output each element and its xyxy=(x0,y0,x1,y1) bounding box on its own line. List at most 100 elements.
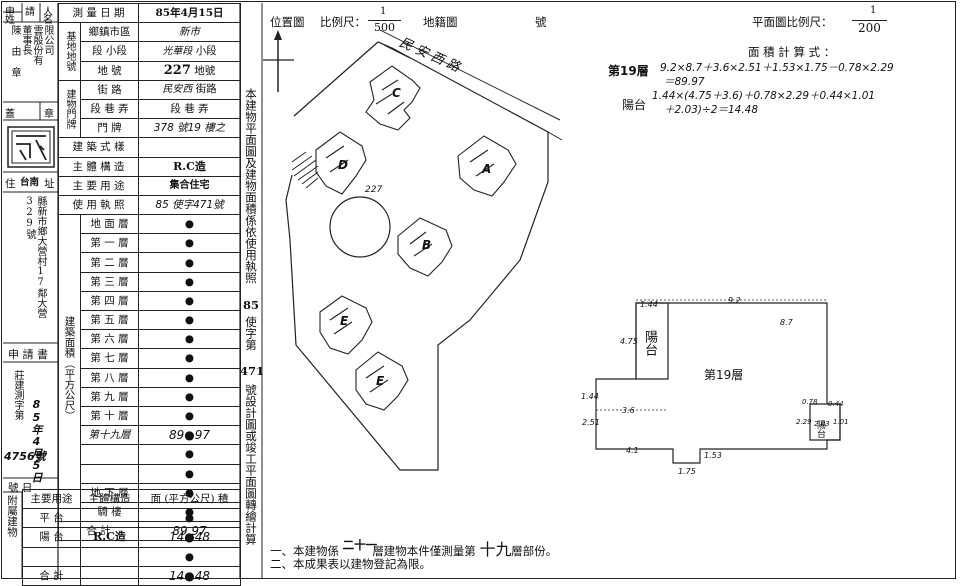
building-e2 xyxy=(355,351,409,411)
dim-label: 2.03 xyxy=(814,420,830,428)
annex-label: 附屬建物 xyxy=(6,495,18,537)
plan-scale-num: 1 xyxy=(870,5,877,16)
floor-label xyxy=(79,463,140,484)
building-label: E xyxy=(340,314,349,328)
floor-value: ● xyxy=(138,405,242,427)
map-scale-den: 500 xyxy=(368,20,401,34)
floor-value: ● xyxy=(138,367,242,388)
floor-label: 第 四 層 xyxy=(79,290,140,312)
street-value: 民安西 街路 xyxy=(138,79,242,100)
application-number: 4756號 xyxy=(4,450,46,463)
annex-area: ● xyxy=(138,508,241,529)
dim-label: 1.01 xyxy=(833,418,849,426)
roundabout-shape xyxy=(329,196,391,258)
floor-label: 第十九層 xyxy=(79,425,140,446)
dim-label: 4.75 xyxy=(620,337,638,346)
room-label: 第19層 xyxy=(704,368,744,382)
floor-label: 第 五 層 xyxy=(79,309,140,331)
floor-outline xyxy=(595,302,841,464)
usage-label: 主 要 用 途 xyxy=(57,175,140,196)
floor-label: 第 十 層 xyxy=(79,405,140,427)
note-1-floors: 二十一 xyxy=(342,538,378,552)
formula-main-label: 第19層 xyxy=(608,64,649,78)
floor-value: 89●97 xyxy=(138,425,242,446)
name-label-1: 姓 xyxy=(5,15,15,26)
floor-label: 第 三 層 xyxy=(79,271,140,292)
annex-area: 14●48 xyxy=(138,565,241,586)
floor-value: ● xyxy=(138,290,242,312)
building-label: A xyxy=(482,162,492,176)
lot-number-label: 227 xyxy=(365,185,383,195)
floor-label: 第 六 層 xyxy=(79,329,140,350)
note-1-floor: 十九 xyxy=(479,540,512,559)
company-name-col1: 董事長 xyxy=(20,25,31,55)
vertical-note-permit-2: 471 xyxy=(240,364,265,378)
dim-label: 8.7 xyxy=(780,318,793,327)
floor-value: ● xyxy=(138,348,242,369)
formula-main-result: ＝89.97 xyxy=(664,76,705,88)
annex-area: 14●48 xyxy=(138,527,241,548)
note-1: 一、本建物係 二十一 層建物本件僅測量第 十九 層部份。 xyxy=(270,538,558,559)
vertical-note-3: 號設計圖或竣工平面圖轉繪計算 xyxy=(244,384,258,545)
seal-label: 蓋 xyxy=(5,109,15,120)
cadastral-label: 地籍圖 xyxy=(423,15,458,29)
floor-value: ● xyxy=(138,444,242,465)
dim-label: 1.75 xyxy=(678,467,696,476)
floor-value: ● xyxy=(138,329,242,350)
annex-head-use: 主要用途 xyxy=(22,488,81,510)
floor-value: ● xyxy=(138,252,242,273)
survey-date-value: 85年4月15日 xyxy=(138,2,242,24)
location-map-label: 位置圖 xyxy=(270,15,305,29)
dim-label: 1.44 xyxy=(640,300,658,309)
floor-label: 第 八 層 xyxy=(79,367,140,388)
company-name-col2: 雲殷份有 xyxy=(31,25,42,65)
building-label: B xyxy=(422,238,432,252)
formula-balcony-result: ＋2.03)÷2＝14.48 xyxy=(664,104,759,116)
map-scale-label: 比例尺： xyxy=(320,15,366,29)
address-label: 住 xyxy=(5,178,16,190)
annex-head-struct: 主體構造 xyxy=(80,488,139,510)
formula-balcony: 1.44×(4.75＋3.6)＋0.78×2.29＋0.44×1.01 xyxy=(652,90,876,102)
dim-label: 1.53 xyxy=(704,451,722,460)
building-label: D xyxy=(338,158,348,172)
vertical-note-1: 本建物平面圖及建物面積係依使用執照 xyxy=(244,88,258,284)
applicant-label-1: 申 xyxy=(5,7,15,18)
floor-label: 第 九 層 xyxy=(79,386,140,407)
building-a xyxy=(457,135,517,197)
floor-label xyxy=(79,444,140,465)
building-c xyxy=(365,65,421,131)
formula-main: 9.2×8.7＋3.6×2.51＋1.53×1.75－0.78×2.29 xyxy=(660,62,894,74)
floor-label: 第 七 層 xyxy=(79,348,140,369)
dim-label: 1.44 xyxy=(581,392,599,401)
building-d xyxy=(315,131,367,195)
dim-label: 2.29 xyxy=(796,418,812,426)
floor-value: ● xyxy=(138,386,242,407)
building-b xyxy=(397,217,453,277)
dim-label: 0.78 xyxy=(802,398,818,406)
application-date: 85年4月5日 xyxy=(30,398,43,483)
dim-label: 4.1 xyxy=(626,446,639,455)
person-name: 陳 由 章 xyxy=(9,25,20,77)
address-city: 台南 xyxy=(20,177,40,188)
balcony-label-2: 陽台 xyxy=(815,420,825,438)
address-text: 縣新市鄉大營村17鄰大營329號 xyxy=(24,196,46,318)
hatch-area xyxy=(291,151,319,189)
lane-label: 段 巷 弄 xyxy=(79,98,140,120)
dim-label: 3.6 xyxy=(622,406,635,415)
building-label: E xyxy=(376,374,385,388)
plan-scale-label: 平面圖比例尺： xyxy=(752,15,833,29)
floor-value: ● xyxy=(138,271,242,292)
balcony-label: 陽台 xyxy=(642,330,657,356)
lot-boundary xyxy=(285,41,549,471)
area-group-label: 建築面積（平方公尺） xyxy=(58,214,81,523)
application-number-label: 莊建測字第 xyxy=(12,370,23,420)
floor-value: ● xyxy=(138,463,242,484)
plan-scale-den: 200 xyxy=(852,20,887,35)
annex-use: 平 台 xyxy=(22,508,81,529)
name-label-2: 名 xyxy=(43,15,53,26)
number-value: 378 號19 樓之 xyxy=(138,118,242,139)
applicant-label-3: 人 xyxy=(43,7,53,18)
annex-use: 陽 台 xyxy=(22,527,81,548)
